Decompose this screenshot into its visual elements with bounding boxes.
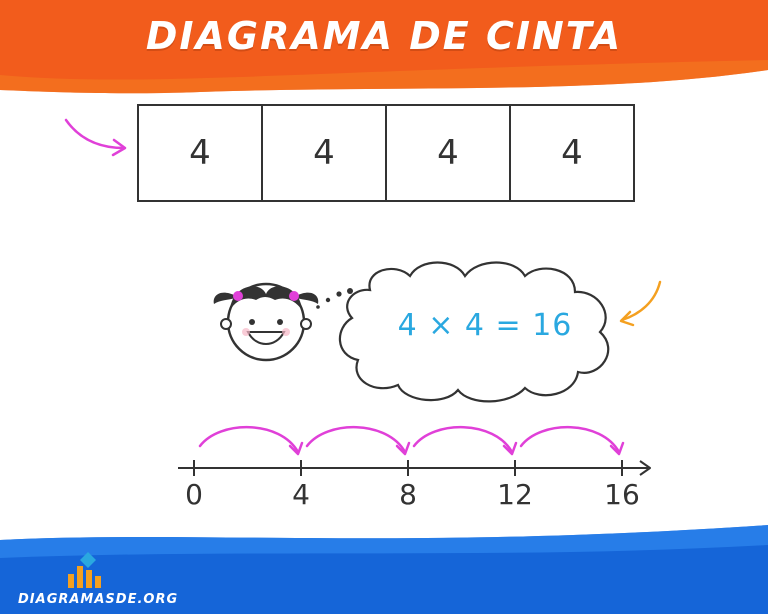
pointer-arrow-icon — [619, 280, 662, 327]
number-line-label: 8 — [399, 478, 417, 511]
jump-arrows — [198, 426, 625, 456]
number-line-label: 12 — [497, 478, 533, 511]
brand-text: DIAGRAMASDE.ORG — [18, 592, 179, 607]
thought-dots — [316, 288, 353, 309]
tape-cell: 4 — [387, 106, 511, 200]
tape-diagram: 4 4 4 4 — [137, 104, 635, 202]
number-line-label: 0 — [185, 478, 203, 511]
pointer-arrow-icon — [64, 118, 127, 157]
thought-cloud — [338, 261, 610, 403]
tape-cell: 4 — [561, 133, 583, 173]
page-title: DIAGRAMA DE CINTA — [145, 14, 623, 58]
tape-cell: 4 — [139, 106, 263, 200]
header-banner: DIAGRAMA DE CINTA — [0, 0, 768, 100]
equation-text: 4 × 4 = 16 — [397, 308, 573, 343]
number-line-label: 16 — [604, 478, 640, 511]
footer-banner — [0, 510, 768, 614]
tape-cell: 4 — [263, 106, 387, 200]
girl-face-icon — [213, 282, 319, 362]
number-line-label: 4 — [292, 478, 310, 511]
number-line — [178, 460, 651, 476]
